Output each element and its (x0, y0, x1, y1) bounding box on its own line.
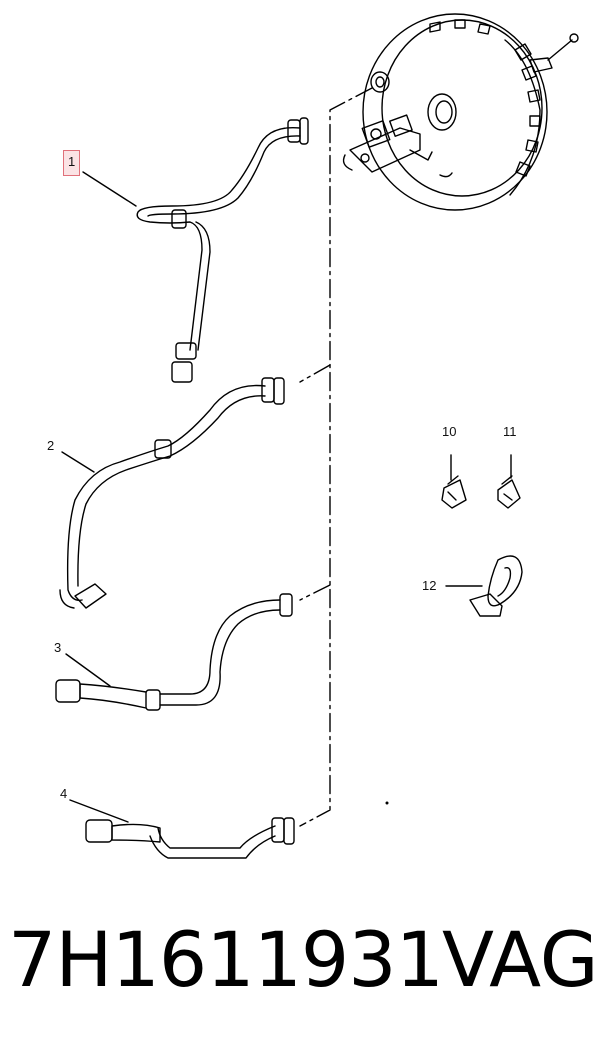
leader-2 (61, 451, 95, 473)
brand-label: VAG (442, 915, 599, 1004)
brake-pipe-3 (55, 593, 293, 711)
clamp-12 (445, 555, 523, 617)
callout-2: 2 (47, 438, 55, 453)
leader-line (299, 87, 373, 827)
callout-12: 12 (422, 578, 437, 593)
callout-11: 11 (503, 424, 517, 439)
brake-booster (342, 13, 579, 211)
part-number: 7H1611931 (8, 915, 444, 1004)
leader-1 (82, 171, 137, 207)
callout-3: 3 (54, 640, 62, 655)
brake-pipe-4 (85, 817, 295, 859)
callout-1[interactable]: 1 (63, 150, 81, 176)
callout-10: 10 (442, 424, 457, 439)
part-caption: 7H1611931 VAG (0, 910, 600, 1020)
clip-11 (497, 454, 521, 509)
brake-line-diagram (55, 13, 579, 859)
clip-10 (441, 454, 467, 509)
callout-4: 4 (60, 786, 68, 801)
brake-pipe-1 (136, 117, 309, 383)
leader-4 (69, 799, 129, 823)
brake-pipe-2 (59, 377, 285, 609)
leader-3 (65, 653, 111, 687)
